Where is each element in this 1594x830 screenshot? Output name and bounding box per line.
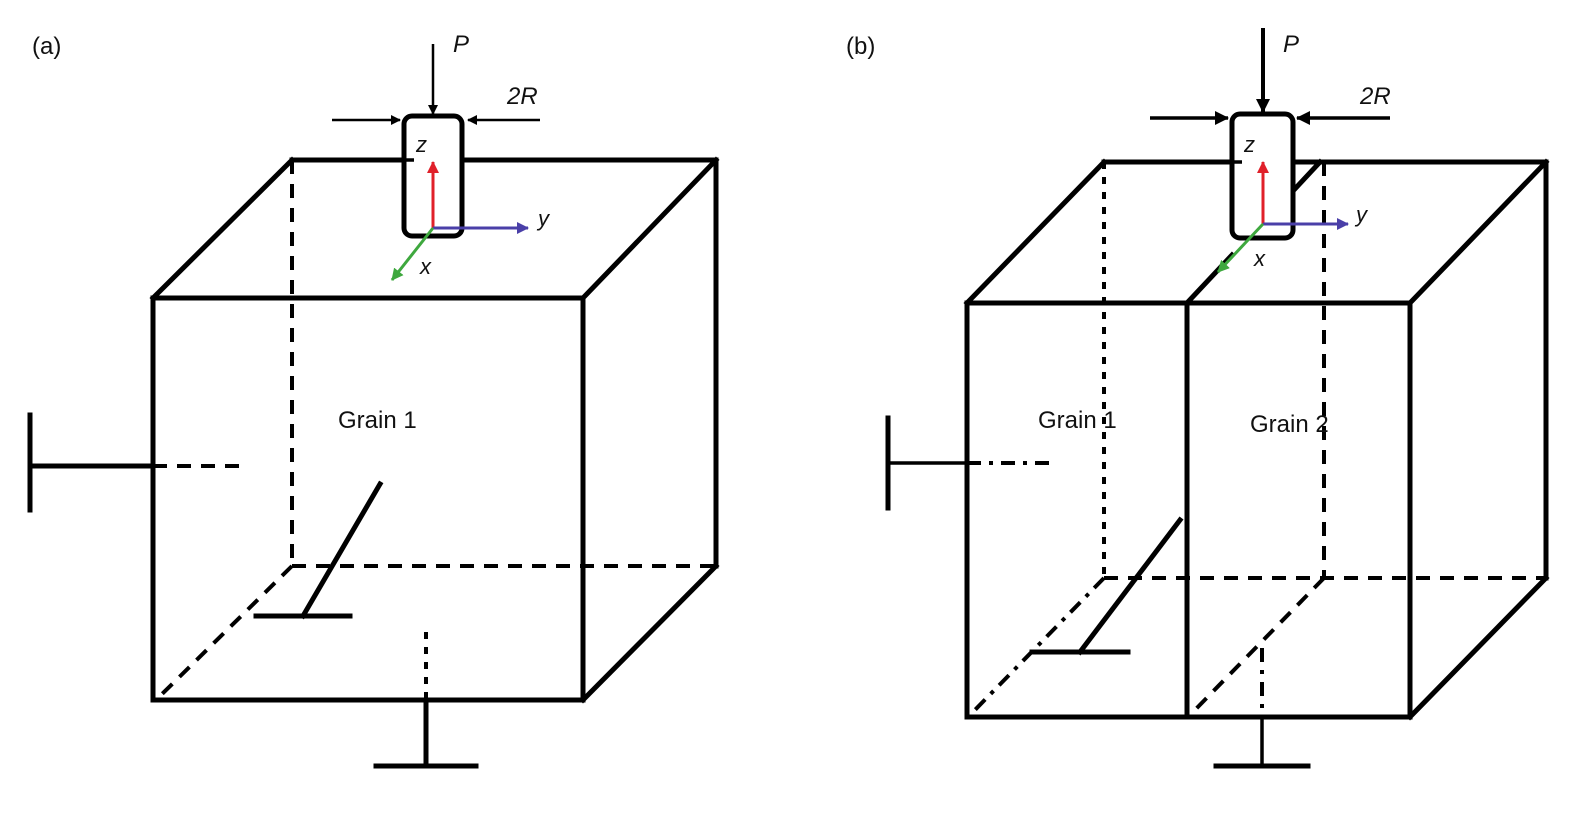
panel-b-grain-1-label: Grain 1 xyxy=(1038,407,1117,434)
y-axis-label: y xyxy=(536,206,551,231)
panel-b-axes: z y x xyxy=(1216,132,1369,274)
y-axis-label: y xyxy=(1354,202,1369,227)
panel-b-load-label: P xyxy=(1283,31,1299,58)
panel-b-hidden-diagonal-edge xyxy=(968,576,1106,717)
dislocation-line xyxy=(299,480,384,620)
x-axis-arrow xyxy=(390,227,435,281)
panel-b-dislocation-inner xyxy=(1029,516,1184,656)
panel-a-radius-label: 2R xyxy=(506,83,538,110)
dislocation-line xyxy=(1076,516,1184,656)
panel-a-grain-1-label: Grain 1 xyxy=(338,407,417,434)
panel-b-radius-label: 2R xyxy=(1359,83,1391,110)
panel-b-top-left-edge xyxy=(963,158,1108,307)
panel-b-label: (b) xyxy=(846,33,875,60)
z-axis-label: z xyxy=(1243,132,1255,157)
panel-a-hidden-diagonal-edge xyxy=(156,564,294,700)
panel-b-dislocation-left xyxy=(885,415,1050,511)
panel-b-grain-2-label: Grain 2 xyxy=(1250,411,1329,438)
x-axis-label: x xyxy=(1253,246,1266,271)
panel-b-dislocation-bottom xyxy=(1213,648,1311,769)
panel-a-dislocation-inner xyxy=(253,480,384,620)
panel-a-top-left-edge xyxy=(149,156,296,302)
x-axis-label: x xyxy=(419,254,432,279)
panel-a: (a) Gr xyxy=(27,31,720,769)
panel-a-bottom-right-edge xyxy=(579,562,720,704)
panel-a-top-right-edge xyxy=(579,156,720,302)
z-axis-label: z xyxy=(415,132,427,157)
panel-b-grain-boundary-top-b xyxy=(1289,158,1324,195)
panel-a-label: (a) xyxy=(32,33,61,60)
panel-a-dislocation-left xyxy=(27,412,240,513)
panel-b-cube xyxy=(963,158,1550,721)
panel-b-bottom-right-edge xyxy=(1406,574,1550,721)
panel-a-front-face xyxy=(150,295,586,703)
panel-a-cube xyxy=(149,156,720,704)
x-axis-arrow xyxy=(1216,222,1265,274)
panel-a-axes: z y x xyxy=(390,132,551,281)
panel-b: (b) xyxy=(846,28,1550,769)
panel-b-hidden-grain-boundary-diagonal xyxy=(1188,576,1326,717)
panel-b-top-right-edge xyxy=(1406,158,1550,307)
panel-a-load-label: P xyxy=(453,31,469,58)
panel-a-dislocation-bottom xyxy=(373,632,479,769)
